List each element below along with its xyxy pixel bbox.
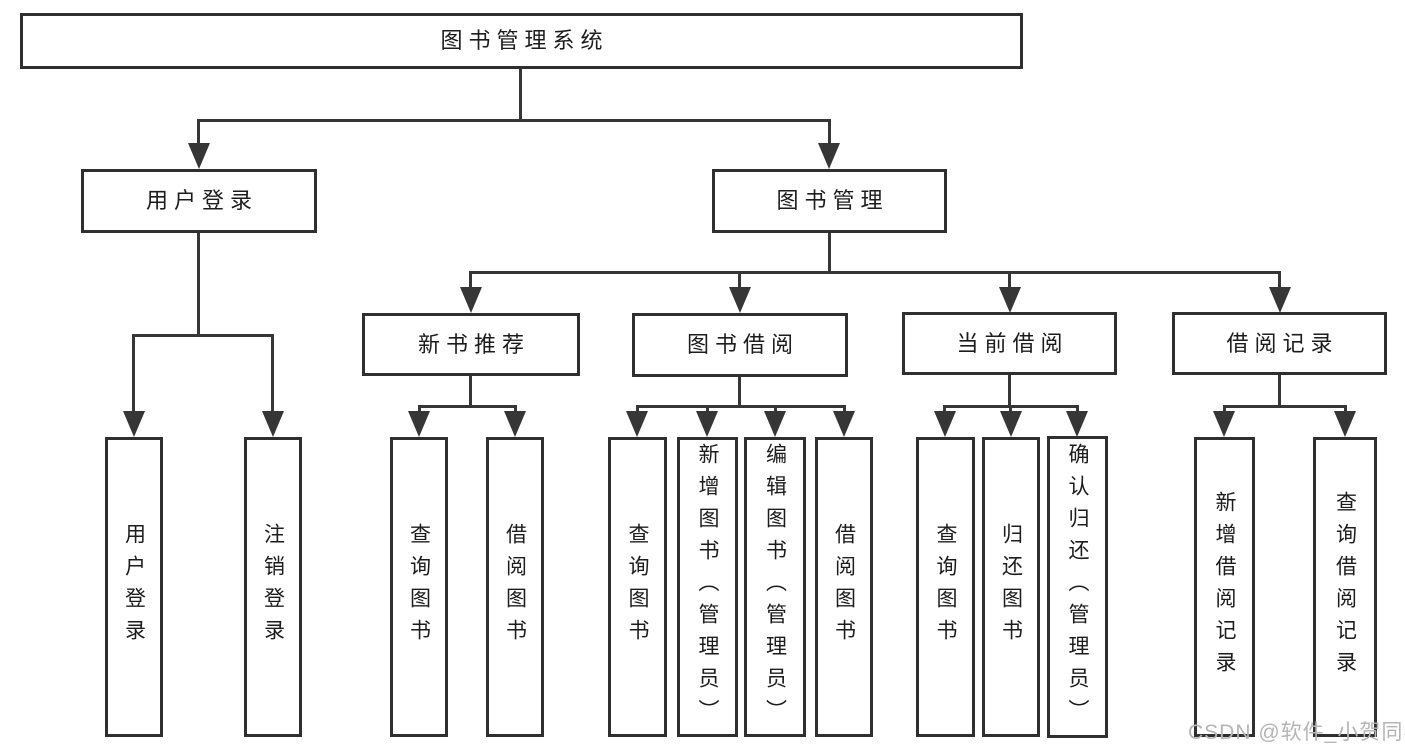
leaf-add-borrow-record: 新增借阅记录 bbox=[1194, 437, 1255, 737]
leaf-edit-books-admin: 编辑图书（管理员） bbox=[744, 437, 806, 737]
csdn-watermark: CSDN @软件_小贺同学 bbox=[1188, 721, 1405, 744]
connector-rail-new-book bbox=[418, 405, 517, 408]
leaf-query-books-current: 查询图书 bbox=[916, 437, 975, 737]
connector-stem-current-borrow bbox=[1008, 375, 1011, 408]
leaf-query-borrow-record: 查询借阅记录 bbox=[1313, 437, 1377, 737]
connector-drop-leaf bbox=[514, 405, 517, 415]
node-label: 图书管理 bbox=[776, 188, 889, 213]
arrow-down-icon bbox=[1334, 411, 1356, 437]
arrow-down-icon bbox=[833, 411, 855, 437]
connector-drop-leaf bbox=[706, 405, 709, 415]
connector-drop-leaf bbox=[1009, 405, 1012, 415]
arrow-down-icon bbox=[408, 411, 430, 437]
leaf-label: 查询图书 bbox=[934, 523, 957, 651]
node-label: 当前借阅 bbox=[956, 330, 1069, 356]
leaf-query-books-recommend: 查询图书 bbox=[390, 437, 448, 737]
node-label: 用户登录 bbox=[145, 188, 258, 213]
arrow-down-icon bbox=[1269, 287, 1291, 313]
leaf-user-login: 用户登录 bbox=[105, 437, 163, 737]
arrow-down-icon bbox=[764, 411, 786, 437]
node-current-borrow: 当前借阅 bbox=[902, 312, 1117, 375]
node-borrow-records: 借阅记录 bbox=[1172, 312, 1387, 375]
leaf-label: 借阅图书 bbox=[832, 523, 856, 651]
arrow-down-icon bbox=[1000, 411, 1022, 437]
connector-drop-leaf-logout bbox=[271, 334, 274, 414]
leaf-label: 借阅图书 bbox=[503, 523, 527, 651]
leaf-label: 查询图书 bbox=[407, 523, 431, 651]
leaf-label: 新增借阅记录 bbox=[1213, 491, 1236, 683]
arrow-down-icon bbox=[188, 143, 210, 169]
connector-drop-book-mgmt bbox=[828, 119, 831, 147]
arrow-down-icon bbox=[1066, 411, 1088, 437]
connector-rail-borrow-records bbox=[1223, 405, 1347, 408]
leaf-confirm-return-admin: 确认归还（管理员） bbox=[1047, 436, 1108, 738]
connector-drop-leaf bbox=[1223, 405, 1226, 415]
arrow-down-icon bbox=[934, 411, 956, 437]
connector-drop-leaf bbox=[774, 405, 777, 415]
leaf-label: 查询图书 bbox=[626, 523, 649, 651]
arrow-down-icon bbox=[262, 411, 284, 437]
connector-drop-leaf bbox=[843, 405, 846, 415]
leaf-query-books-borrow: 查询图书 bbox=[608, 437, 667, 737]
node-label: 新书推荐 bbox=[417, 331, 530, 357]
leaf-label: 注销登录 bbox=[261, 523, 285, 651]
leaf-label: 用户登录 bbox=[122, 523, 146, 651]
arrow-down-icon bbox=[696, 411, 718, 437]
arrow-down-icon bbox=[123, 411, 145, 437]
connector-drop-leaf bbox=[636, 405, 639, 415]
connector-stem-book-borrow bbox=[738, 377, 741, 408]
connector-drop-leaf bbox=[943, 405, 946, 415]
leaf-label: 归还图书 bbox=[999, 523, 1023, 651]
connector-drop-book-borrow bbox=[738, 271, 741, 291]
arrow-down-icon bbox=[1213, 411, 1235, 437]
connector-user-rail bbox=[132, 334, 274, 337]
node-label: 图书借阅 bbox=[686, 332, 799, 357]
leaf-label: 查询借阅记录 bbox=[1333, 491, 1357, 683]
leaf-borrow-books-recommend: 借阅图书 bbox=[486, 437, 544, 737]
arrow-down-icon bbox=[460, 287, 482, 313]
arrow-down-icon bbox=[999, 287, 1021, 313]
leaf-label: 新增图书（管理员） bbox=[696, 443, 719, 731]
connector-rail-book-borrow bbox=[636, 405, 846, 408]
connector-root-stem bbox=[519, 69, 522, 121]
connector-level3-rail bbox=[469, 271, 1281, 274]
connector-drop-leaf-user-login bbox=[132, 334, 135, 414]
connector-drop-leaf bbox=[1344, 405, 1347, 415]
node-library-management-system: 图书管理系统 bbox=[20, 13, 1023, 69]
arrow-down-icon bbox=[818, 143, 840, 169]
leaf-label: 确认归还（管理员） bbox=[1066, 443, 1089, 731]
node-label: 借阅记录 bbox=[1226, 330, 1339, 356]
connector-drop-leaf bbox=[418, 405, 421, 415]
arrow-down-icon bbox=[729, 287, 751, 313]
leaf-label: 编辑图书（管理员） bbox=[763, 443, 787, 731]
connector-mgmt-stem bbox=[828, 233, 831, 274]
connector-stem-borrow-records bbox=[1278, 375, 1281, 408]
connector-level2-rail bbox=[197, 119, 831, 122]
arrow-down-icon bbox=[626, 411, 648, 437]
node-new-book-recommend: 新书推荐 bbox=[362, 313, 580, 376]
node-user-login: 用户登录 bbox=[81, 169, 317, 233]
connector-stem-new-book bbox=[469, 376, 472, 408]
connector-drop-borrow-records bbox=[1278, 271, 1281, 291]
connector-user-stem bbox=[197, 233, 200, 337]
node-book-management: 图书管理 bbox=[712, 169, 947, 233]
arrow-down-icon bbox=[504, 411, 526, 437]
connector-drop-user-login bbox=[197, 119, 200, 147]
leaf-add-books-admin: 新增图书（管理员） bbox=[677, 437, 738, 737]
node-label: 图书管理系统 bbox=[440, 28, 609, 53]
connector-drop-leaf bbox=[1076, 405, 1079, 415]
leaf-return-books: 归还图书 bbox=[982, 437, 1040, 737]
node-book-borrow: 图书借阅 bbox=[632, 313, 848, 377]
leaf-logout: 注销登录 bbox=[244, 437, 302, 737]
connector-drop-new-book bbox=[469, 271, 472, 291]
leaf-borrow-books: 借阅图书 bbox=[815, 437, 873, 737]
connector-drop-current-borrow bbox=[1008, 271, 1011, 291]
